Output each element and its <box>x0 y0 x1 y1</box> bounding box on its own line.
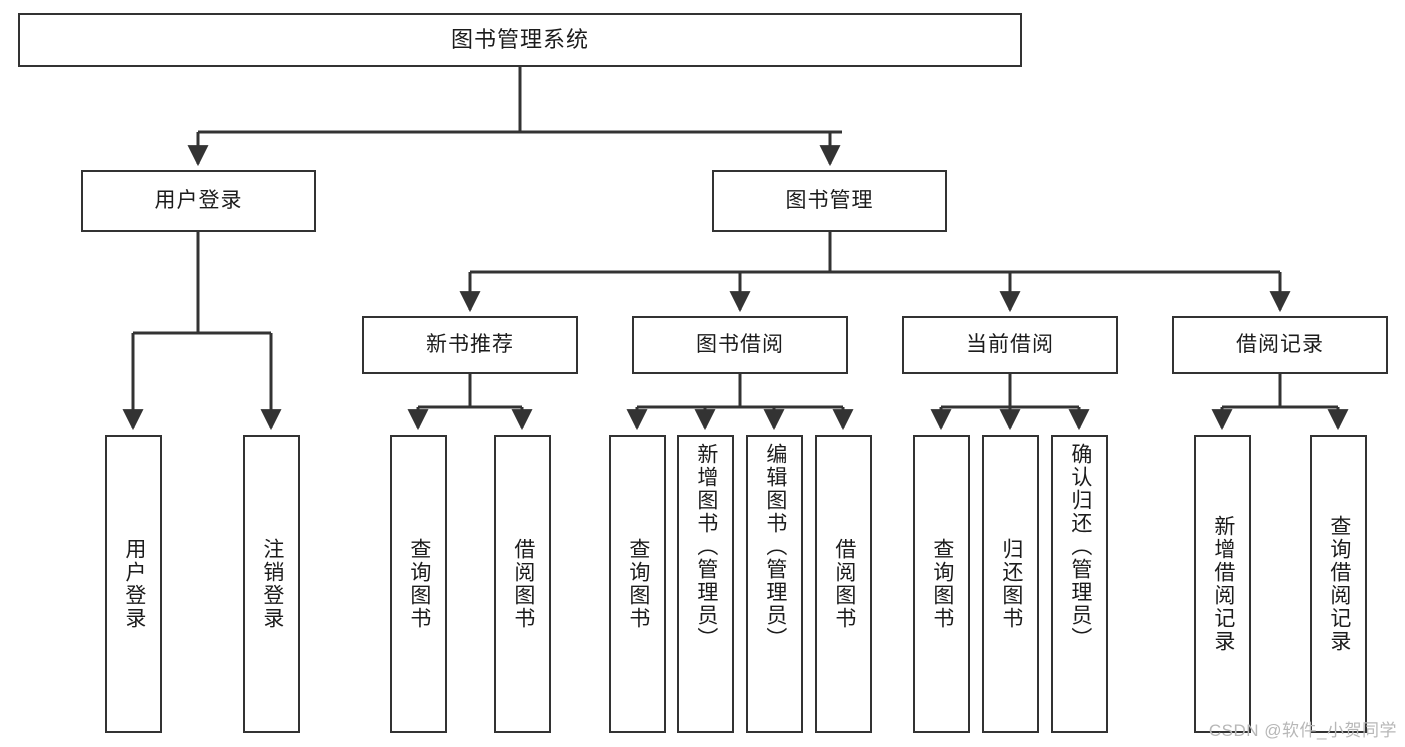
leaf-confirm-return-admin[interactable]: 确认归还（管理员） <box>1051 435 1108 733</box>
leaf-text-wrap: 查询图书 <box>392 437 445 731</box>
node-label: 当前借阅 <box>966 332 1054 356</box>
node-book-management-system[interactable]: 图书管理系统 <box>18 13 1022 67</box>
leaf-return-book[interactable]: 归还图书 <box>982 435 1039 733</box>
node-book-management[interactable]: 图书管理 <box>712 170 947 232</box>
csdn-watermark: CSDN @软件_小贺同学 <box>1208 721 1397 740</box>
node-label: 借阅记录 <box>1236 332 1324 356</box>
node-label: 新书推荐 <box>426 332 514 356</box>
leaf-query-book-recommend[interactable]: 查询图书 <box>390 435 447 733</box>
leaf-text-wrap: 借阅图书 <box>817 437 870 731</box>
node-label: 借阅图书 <box>832 538 856 630</box>
node-label: 用户登录 <box>122 538 146 630</box>
node-label: 借阅图书 <box>511 538 535 630</box>
node-label: 图书管理系统 <box>450 27 589 53</box>
leaf-edit-book-admin[interactable]: 编辑图书（管理员） <box>746 435 803 733</box>
node-book-borrow[interactable]: 图书借阅 <box>632 316 848 374</box>
leaf-text-wrap: 查询借阅记录 <box>1312 437 1365 731</box>
leaf-borrow-book-recommend[interactable]: 借阅图书 <box>494 435 551 733</box>
node-label: 用户登录 <box>154 188 243 212</box>
leaf-text-wrap: 用户登录 <box>107 437 160 731</box>
node-user-login[interactable]: 用户登录 <box>81 170 316 232</box>
node-current-borrow[interactable]: 当前借阅 <box>902 316 1118 374</box>
leaf-add-borrow-record[interactable]: 新增借阅记录 <box>1194 435 1251 733</box>
leaf-add-book-admin[interactable]: 新增图书（管理员） <box>677 435 734 733</box>
node-new-book-recommend[interactable]: 新书推荐 <box>362 316 578 374</box>
leaf-borrow-book[interactable]: 借阅图书 <box>815 435 872 733</box>
node-label: 图书管理 <box>785 188 874 212</box>
leaf-user-logout[interactable]: 注销登录 <box>243 435 300 733</box>
leaf-text-wrap: 确认归还（管理员） <box>1053 437 1106 737</box>
node-label: 编辑图书（管理员） <box>763 443 787 650</box>
leaf-text-wrap: 注销登录 <box>245 437 298 731</box>
node-label: 新增借阅记录 <box>1211 515 1235 653</box>
node-label: 查询借阅记录 <box>1327 515 1351 653</box>
leaf-query-borrow-record[interactable]: 查询借阅记录 <box>1310 435 1367 733</box>
leaf-user-login[interactable]: 用户登录 <box>105 435 162 733</box>
leaf-query-book-current[interactable]: 查询图书 <box>913 435 970 733</box>
node-label: 查询图书 <box>407 538 431 630</box>
leaf-text-wrap: 归还图书 <box>984 437 1037 731</box>
node-label: 新增图书（管理员） <box>694 443 718 650</box>
node-label: 归还图书 <box>999 538 1023 630</box>
leaf-query-book-borrow[interactable]: 查询图书 <box>609 435 666 733</box>
node-label: 查询图书 <box>930 538 954 630</box>
node-borrow-record[interactable]: 借阅记录 <box>1172 316 1388 374</box>
node-label: 注销登录 <box>260 538 284 630</box>
leaf-text-wrap: 查询图书 <box>915 437 968 731</box>
leaf-text-wrap: 编辑图书（管理员） <box>748 437 801 737</box>
leaf-text-wrap: 新增图书（管理员） <box>679 437 732 737</box>
leaf-text-wrap: 借阅图书 <box>496 437 549 731</box>
leaf-text-wrap: 查询图书 <box>611 437 664 731</box>
node-label: 图书借阅 <box>696 332 784 356</box>
node-label: 查询图书 <box>626 538 650 630</box>
leaf-text-wrap: 新增借阅记录 <box>1196 437 1249 731</box>
node-label: 确认归还（管理员） <box>1068 443 1092 650</box>
